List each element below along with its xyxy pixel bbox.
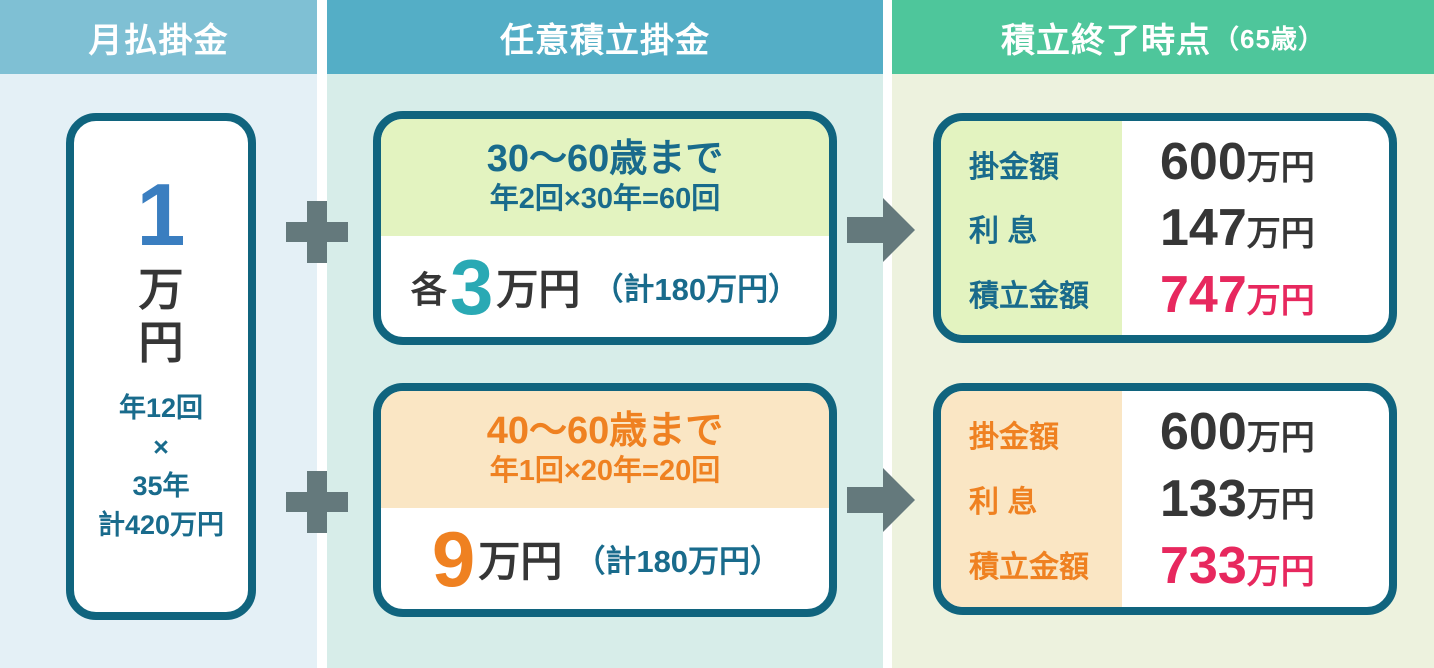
voluntary-plan-card-30-60: 30〜60歳まで 年2回×30年=60回 各 3 万円 （計180万円） [373, 111, 837, 345]
result-values-panel: 600万円 133万円 733万円 [1122, 391, 1389, 607]
column-voluntary-premium: 任意積立掛金 30〜60歳まで 年2回×30年=60回 各 3 万円 （計180… [327, 0, 883, 668]
label-accumulated-total: 積立金額 [969, 279, 1089, 313]
monthly-premium-calculation: 年12回 × 35年 計420万円 [98, 389, 224, 546]
voluntary-premium-header-label: 任意積立掛金 [500, 21, 710, 60]
calc-line-total: 計420万円 [97, 510, 225, 541]
column-monthly-premium: 月払掛金 1 万 円 年12回 × 35年 計420万円 [0, 0, 317, 668]
arrow-head [883, 198, 915, 262]
value-accumulated-total: 747万円 [1160, 265, 1315, 324]
calc-line-years: 35年 [132, 471, 190, 502]
voluntary-plan-card-40-60: 40〜60歳まで 年1回×20年=20回 9 万円 （計180万円） [373, 383, 837, 617]
plan-30-60-frequency: 年2回×30年=60回 [489, 182, 721, 215]
plan-30-60-amount: 各 3 万円 （計180万円） [381, 236, 829, 337]
arrow-shaft [847, 217, 885, 243]
result-header-age: （65歳） [1213, 23, 1325, 54]
label-interest: 利 息 [969, 486, 1038, 519]
column-result-at-65: 積立終了時点（65歳） 掛金額 利 息 積立金額 600万円 147万円 747… [892, 0, 1434, 668]
result-header-label: 積立終了時点 [1001, 21, 1212, 60]
plan-30-60-header: 30〜60歳まで 年2回×30年=60回 [381, 119, 829, 236]
arrow-shaft [847, 487, 885, 513]
amount-total: （計180万円） [574, 544, 782, 579]
value-premium-total: 600万円 [1160, 403, 1315, 461]
amount-total: （計180万円） [592, 272, 800, 307]
amount-unit: 万円 [496, 266, 581, 313]
plan-40-60-header: 40〜60歳まで 年1回×20年=20回 [381, 391, 829, 508]
voluntary-premium-body: 30〜60歳まで 年2回×30年=60回 各 3 万円 （計180万円） 40〜… [327, 74, 883, 668]
monthly-amount-unit: 万 円 [138, 263, 183, 369]
plan-40-60-amount: 9 万円 （計180万円） [381, 508, 829, 609]
amount-number: 3 [449, 242, 494, 331]
monthly-premium-body: 1 万 円 年12回 × 35年 計420万円 [0, 74, 317, 668]
result-header: 積立終了時点（65歳） [892, 0, 1434, 74]
calc-line-multiply-sign: × [153, 431, 169, 462]
monthly-amount-number: 1 [136, 165, 186, 264]
plus-icon [286, 201, 348, 263]
arrow-head [883, 468, 915, 532]
value-premium-total: 600万円 [1160, 132, 1315, 191]
plan-40-60-period: 40〜60歳まで [486, 410, 724, 453]
label-interest: 利 息 [969, 215, 1038, 248]
plus-icon [286, 471, 348, 533]
value-interest: 133万円 [1160, 470, 1315, 528]
label-premium-total: 掛金額 [969, 150, 1059, 184]
plan-30-60-period: 30〜60歳まで [486, 138, 724, 181]
arrow-right-icon [847, 198, 915, 262]
monthly-premium-header: 月払掛金 [0, 0, 317, 74]
value-accumulated-total: 733万円 [1160, 537, 1315, 595]
amount-number: 9 [431, 514, 476, 603]
voluntary-premium-header: 任意積立掛金 [327, 0, 883, 74]
result-values-panel: 600万円 147万円 747万円 [1122, 121, 1389, 335]
amount-prefix: 各 [410, 268, 447, 310]
monthly-premium-header-label: 月払掛金 [88, 21, 229, 60]
result-body: 掛金額 利 息 積立金額 600万円 147万円 747万円 掛金額 利 息 積… [892, 74, 1434, 668]
result-card-plan-30-60: 掛金額 利 息 積立金額 600万円 147万円 747万円 [933, 113, 1397, 343]
amount-unit: 万円 [478, 538, 563, 585]
label-premium-total: 掛金額 [969, 421, 1059, 454]
plan-40-60-frequency: 年1回×20年=20回 [489, 454, 721, 487]
unit-char-man: 万 [138, 263, 184, 315]
calc-line-times-per-year: 年12回 [118, 392, 204, 423]
unit-char-en: 円 [138, 316, 184, 368]
result-card-plan-40-60: 掛金額 利 息 積立金額 600万円 133万円 733万円 [933, 383, 1397, 615]
result-labels-panel: 掛金額 利 息 積立金額 [941, 121, 1122, 335]
arrow-right-icon [847, 468, 915, 532]
value-interest: 147万円 [1160, 199, 1315, 257]
label-accumulated-total: 積立金額 [969, 551, 1089, 584]
monthly-premium-card: 1 万 円 年12回 × 35年 計420万円 [66, 113, 256, 620]
result-labels-panel: 掛金額 利 息 積立金額 [941, 391, 1122, 607]
